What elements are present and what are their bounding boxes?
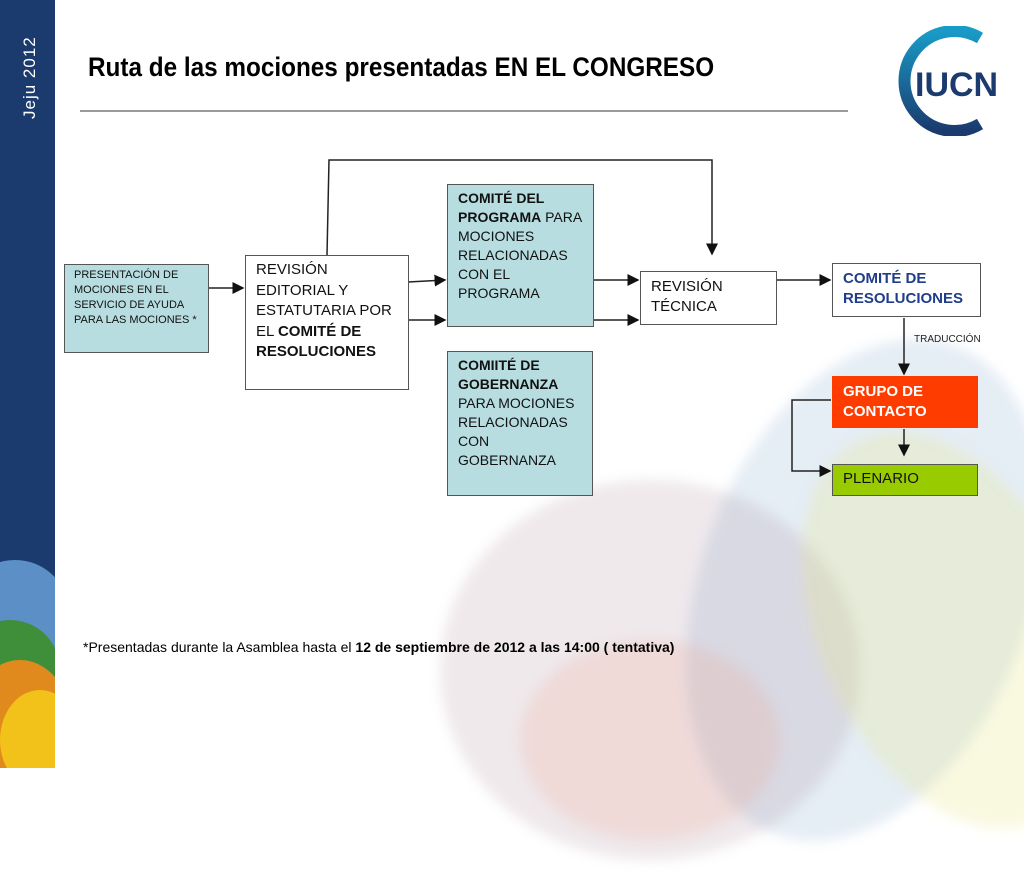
comite-programa-title: COMITÉ DEL PROGRAMA — [458, 190, 545, 225]
footnote-date: 12 de septiembre de 2012 a las 14:00 ( t… — [355, 639, 675, 655]
title-divider — [80, 110, 848, 112]
sidebar-band — [0, 0, 55, 768]
presentacion-box: PRESENTACIÓN DE MOCIONES EN EL SERVICIO … — [64, 264, 209, 353]
svg-text:IUCN: IUCN — [915, 66, 998, 104]
comite-gobernanza-box: COMIITÉ DE GOBERNANZA PARA MOCIONES RELA… — [447, 351, 593, 496]
iucn-logo: IUCN — [898, 26, 998, 136]
footnote: *Presentadas durante la Asamblea hasta e… — [83, 637, 683, 658]
comite-resoluciones-box: COMITÉ DE RESOLUCIONES — [832, 263, 981, 317]
plenario-box: PLENARIO — [832, 464, 978, 496]
comite-programa-text: PARA MOCIONES RELACIONADAS CON EL PROGRA… — [458, 209, 582, 301]
footnote-text: *Presentadas durante la Asamblea hasta e… — [83, 639, 356, 655]
revision-editorial-box: REVISIÓN EDITORIAL Y ESTATUTARIA POR EL … — [245, 255, 409, 390]
flow-connectors — [208, 159, 910, 477]
revision-editorial-committee: COMITÉ DE RESOLUCIONES — [256, 322, 377, 361]
comite-gobernanza-title: COMIITÉ DE GOBERNANZA — [458, 357, 559, 392]
comite-gobernanza-text: PARA MOCIONES RELACIONADAS CON GOBERNANZ… — [458, 395, 575, 468]
revision-editorial-text: REVISIÓN EDITORIAL Y ESTATUTARIA POR EL — [256, 261, 392, 340]
grupo-contacto-box: GRUPO DE CONTACTO — [832, 376, 978, 428]
revision-tecnica-box: REVISIÓN TÉCNICA — [640, 271, 777, 325]
traduccion-label: TRADUCCIÓN — [914, 334, 981, 345]
comite-programa-box: COMITÉ DEL PROGRAMA PARA MOCIONES RELACI… — [447, 184, 594, 327]
page-title: Ruta de las mociones presentadas EN EL C… — [88, 52, 715, 82]
